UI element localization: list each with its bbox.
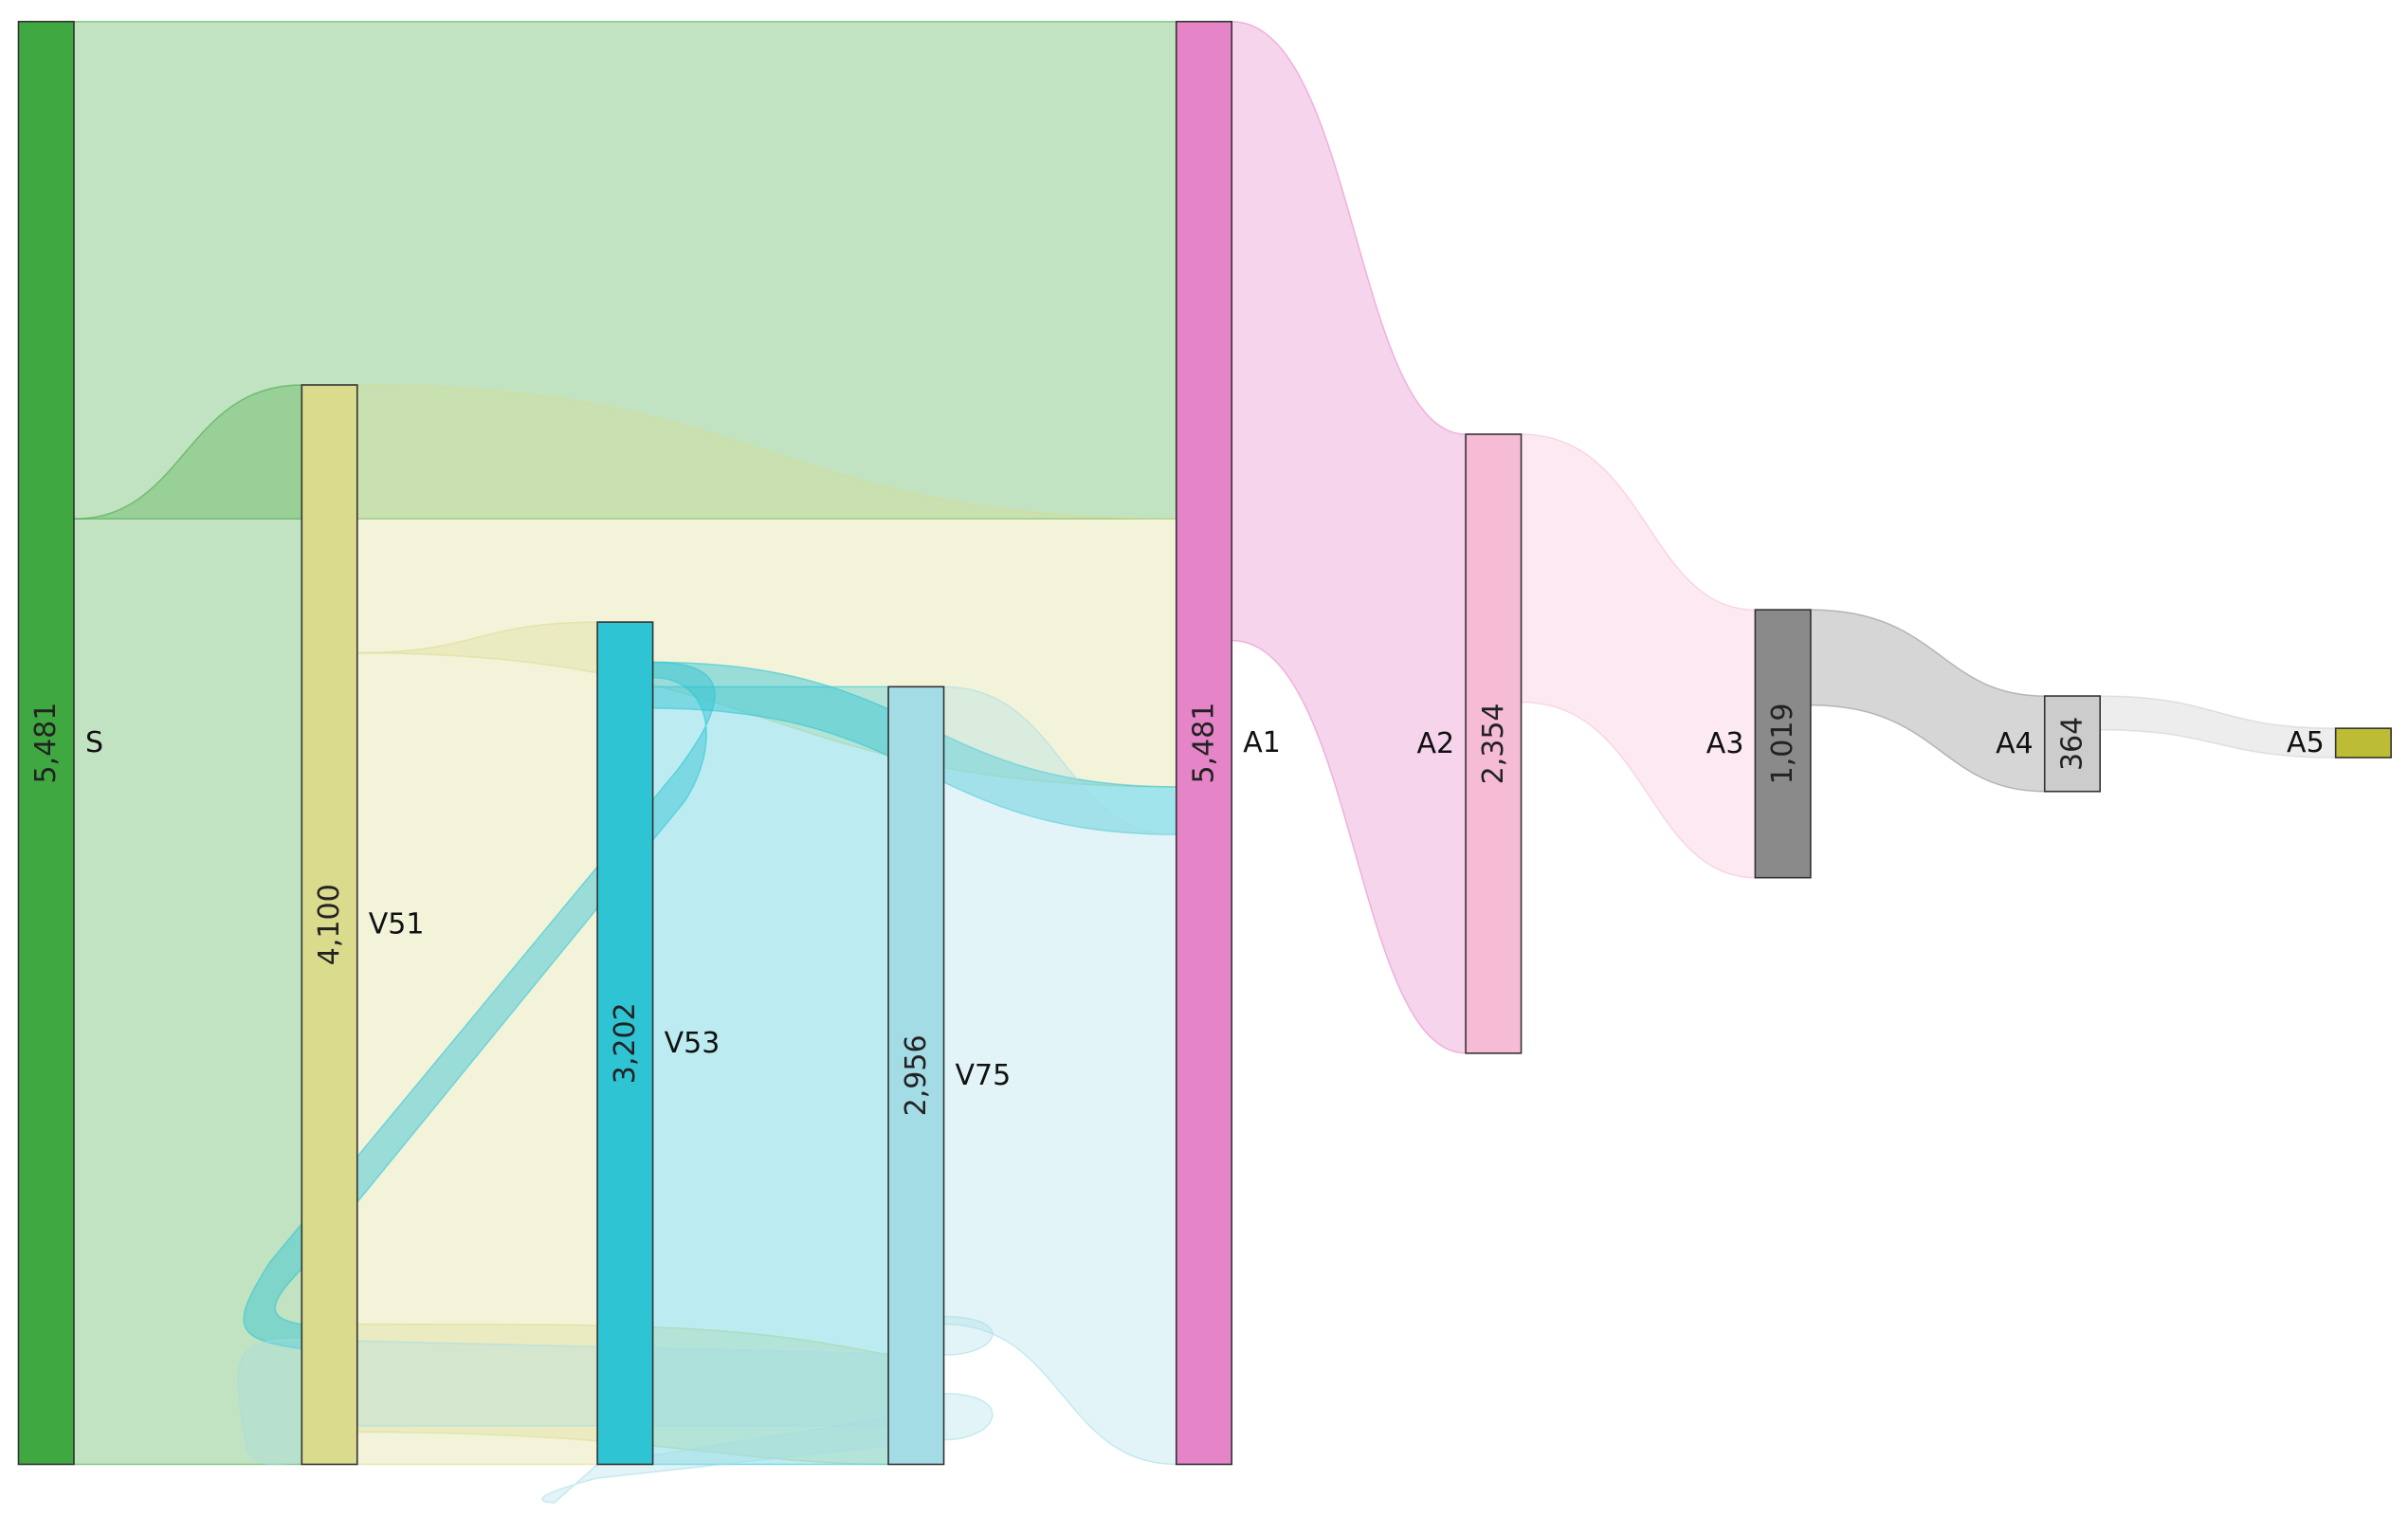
node-bar-a5 [2334,727,2392,758]
node-bar-v51 [301,384,358,1466]
node-value-a1: 5,481 [1188,703,1221,784]
node-value-v75: 2,956 [900,1034,933,1116]
link-a3-to-a4 [1811,610,2045,792]
node-a4: 364 A4 [1996,695,2101,793]
node-value-v51: 4,100 [313,884,346,965]
node-bar-v75 [887,685,945,1466]
node-bar-a3 [1754,609,1812,879]
node-label-a3: A3 [1706,727,1744,760]
node-a3: 1,019 A3 [1706,609,1812,879]
link-a1-to-a2 [1231,22,1466,1053]
node-bar-a1 [1175,20,1233,1466]
node-a5: A5 [2287,726,2392,759]
node-value-a3: 1,019 [1766,703,1799,784]
node-value-v53: 3,202 [609,1002,642,1084]
node-label-v53: V53 [665,1027,721,1060]
node-label-a2: A2 [1416,727,1454,760]
node-a2: 2,354 A2 [1416,433,1523,1054]
node-a1: 5,481 A1 [1175,20,1281,1466]
node-v53: 3,202 V53 [596,621,721,1466]
link-a2-to-a3 [1522,434,1756,878]
node-label-v51: V51 [369,908,425,941]
node-value-s: 5,481 [29,703,63,784]
node-label-a4: A4 [1996,727,2034,760]
node-bar-v53 [596,621,654,1466]
node-label-v75: V75 [956,1059,1012,1092]
node-bar-a2 [1465,433,1523,1054]
node-v75: 2,956 V75 [887,685,1012,1466]
node-bar-a4 [2043,695,2101,793]
node-label-a1: A1 [1243,726,1281,759]
node-label-s: S [85,726,103,759]
node-bar-s [17,20,75,1466]
node-value-a2: 2,354 [1477,703,1510,784]
node-value-a4: 364 [2055,717,2089,771]
node-s: 5,481 S [17,20,103,1466]
node-v51: 4,100 V51 [301,384,425,1466]
node-label-a5: A5 [2287,726,2325,759]
nodes-layer: 5,481 S 4,100 V51 3,202 V53 2,956 V75 5,481 A1 2,3… [17,20,2392,1466]
link-v53-to-v75 [653,686,888,1464]
